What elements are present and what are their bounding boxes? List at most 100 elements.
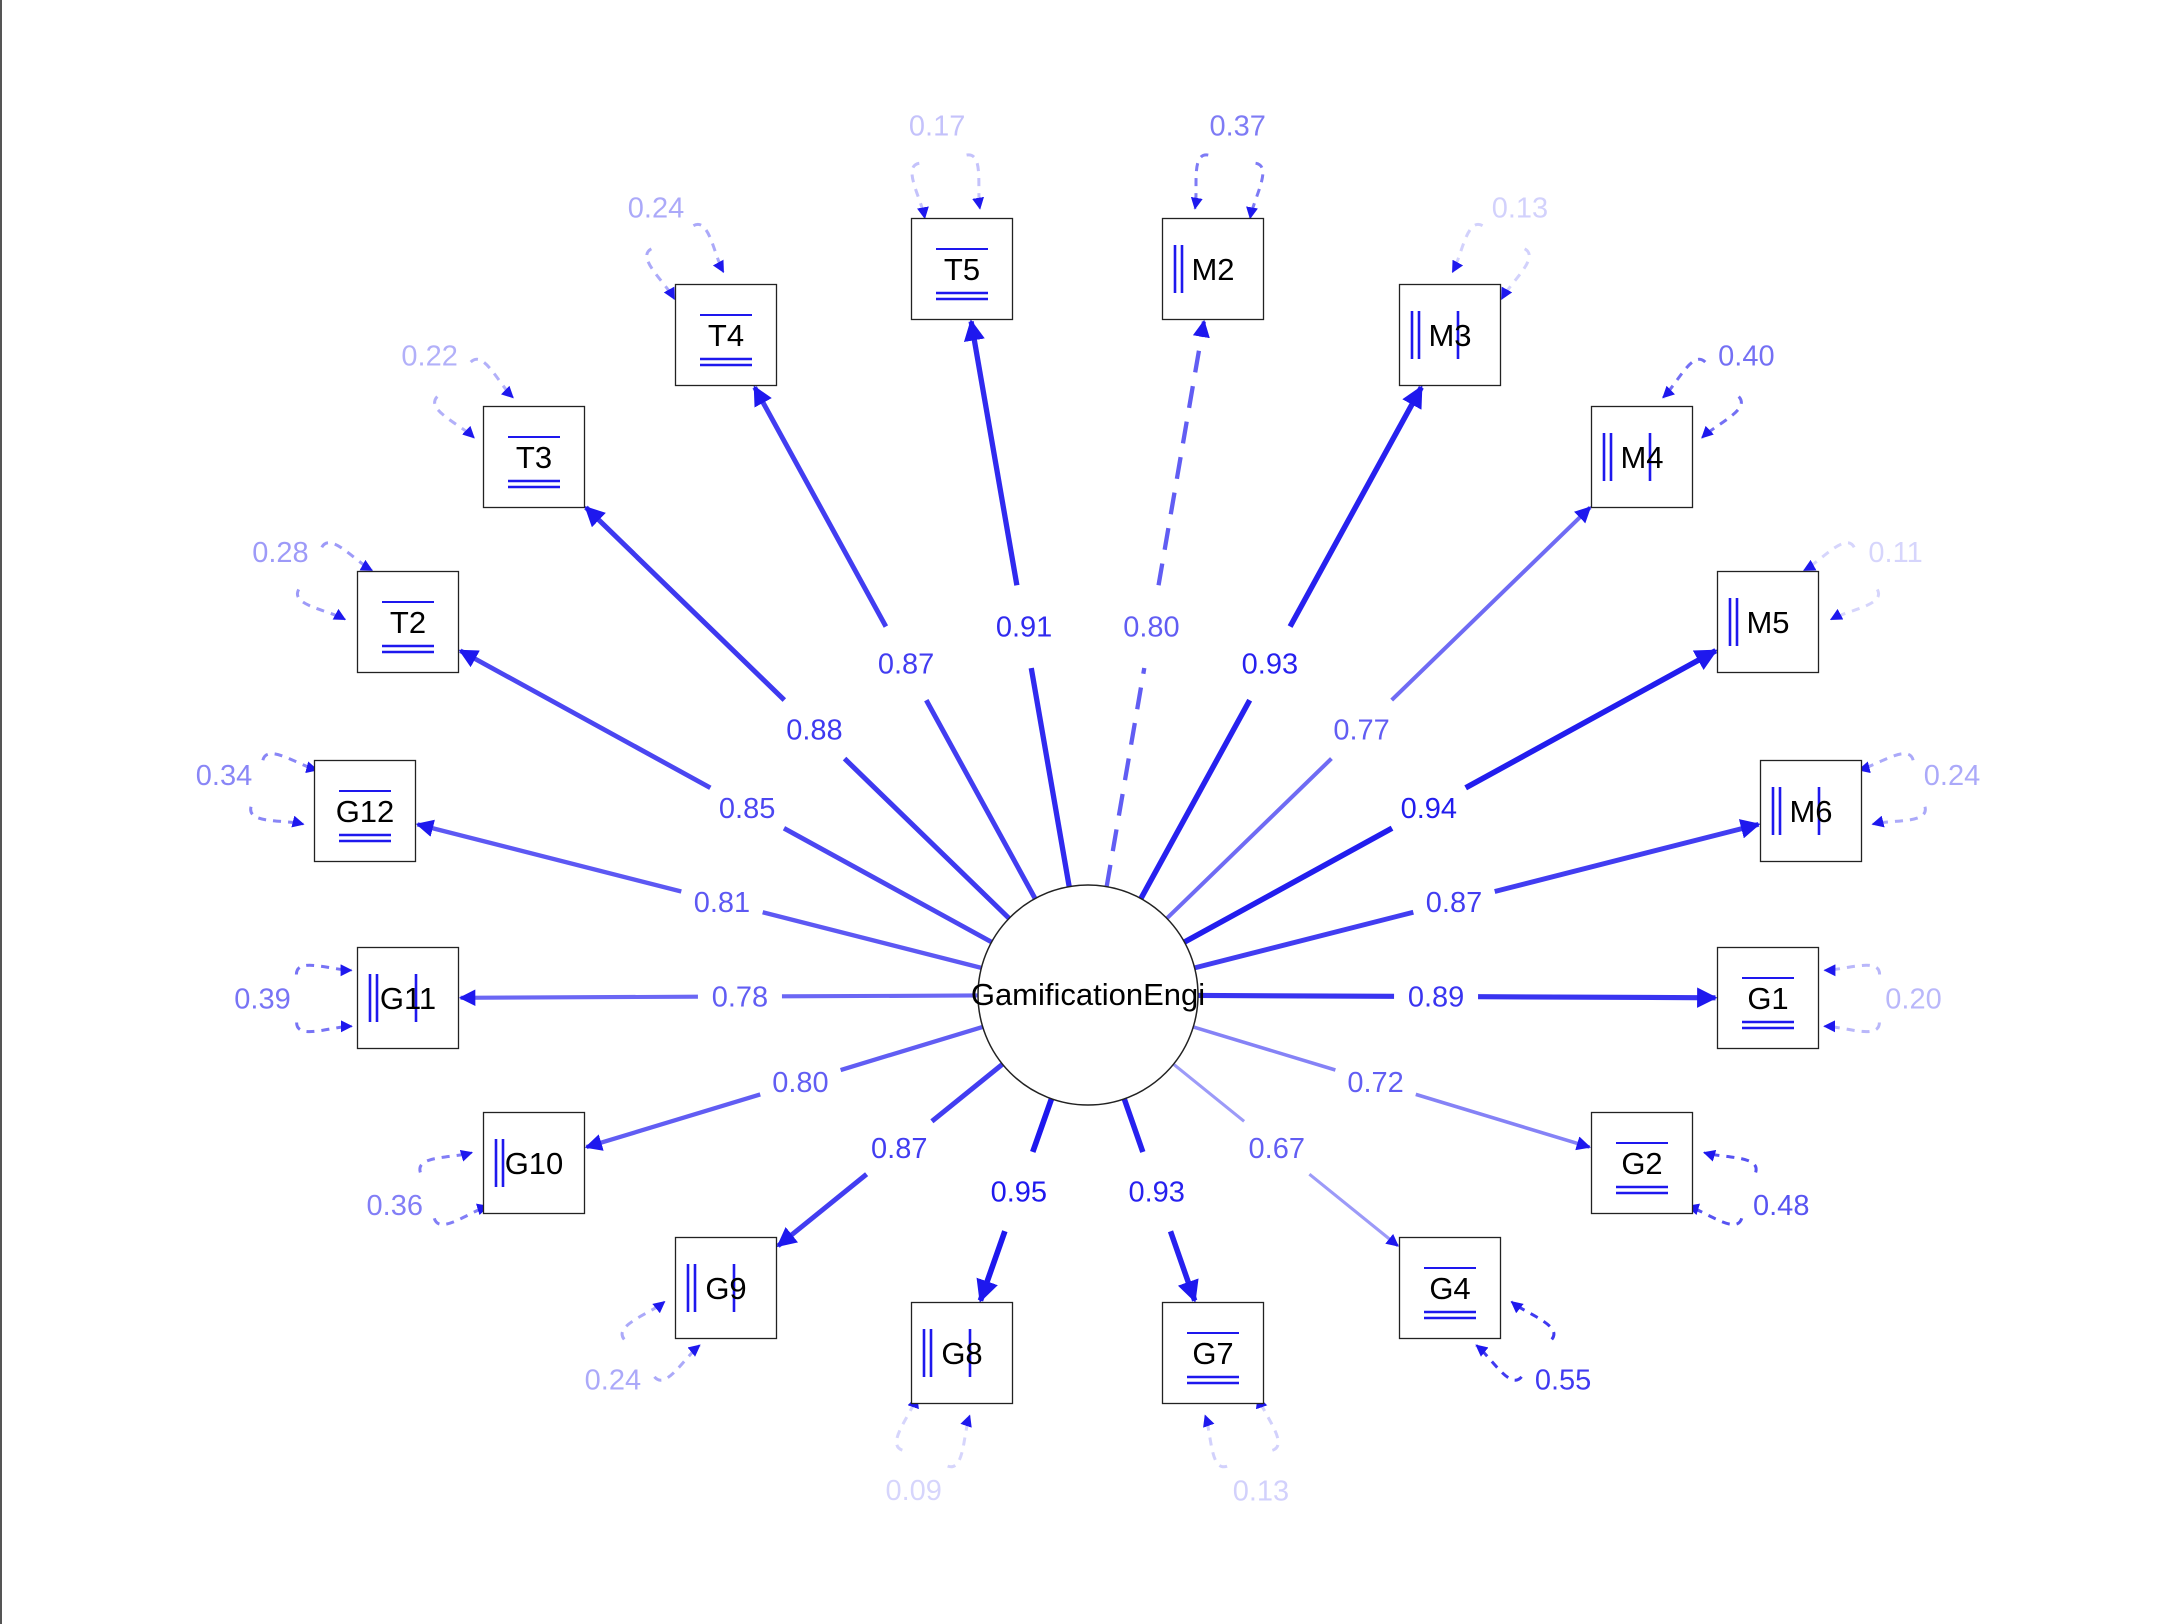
- residual-arc: [1829, 588, 1881, 621]
- indicator-g2: G2: [1590, 1111, 1694, 1215]
- loading-path-t3-segment-1: [842, 756, 1011, 921]
- residual-m6: 0.24: [1857, 752, 1980, 828]
- residual-m3: 0.13: [1451, 192, 1548, 300]
- loading-path-g2-segment-1: [1192, 1025, 1336, 1072]
- residual-arc: [692, 222, 725, 274]
- residual-arc: [320, 541, 373, 572]
- residual-arc: [1661, 357, 1707, 399]
- loading-path-g9-segment-1: [930, 1062, 1005, 1124]
- indicator-g8: G8: [910, 1301, 1014, 1405]
- residual-g4: 0.55: [1475, 1300, 1591, 1397]
- loading-label-t4: 0.87: [878, 648, 934, 680]
- residual-label-t4: 0.24: [628, 192, 684, 224]
- residual-g1: 0.20: [1823, 963, 1942, 1033]
- residual-label-t2: 0.28: [252, 537, 308, 569]
- indicator-box: [1398, 283, 1502, 387]
- residual-g7: 0.13: [1203, 1395, 1289, 1507]
- indicator-box: [674, 283, 778, 387]
- indicator-label: G9: [705, 1271, 746, 1306]
- loading-path-g2-segment-2: [1415, 1092, 1591, 1151]
- latent-factor: GamificationEngi: [971, 884, 1205, 1106]
- loading-path-t4-segment-2: [752, 385, 889, 628]
- loading-label-m6: 0.87: [1426, 887, 1482, 919]
- loading-label-g11: 0.78: [712, 982, 768, 1014]
- loading-label-m2: 0.80: [1123, 612, 1179, 644]
- residual-arc: [1255, 1395, 1280, 1452]
- residual-t5: 0.17: [909, 111, 984, 220]
- residual-arc: [645, 247, 676, 300]
- indicator-t3: T3: [482, 405, 586, 509]
- indicator-label: G11: [380, 981, 436, 1016]
- residual-arc: [294, 963, 353, 977]
- loading-path-g11-segment-2: [458, 989, 698, 1006]
- residual-arc: [1203, 1414, 1228, 1469]
- residual-arc: [469, 357, 515, 399]
- residual-arc: [295, 1020, 353, 1033]
- indicator-label: G4: [1429, 1271, 1470, 1306]
- indicator-box: [1716, 946, 1820, 1050]
- loading-path-g9-segment-2: [776, 1172, 869, 1248]
- indicator-m3: M3: [1398, 283, 1502, 387]
- residual-label-m4: 0.40: [1718, 341, 1774, 373]
- indicator-box: [482, 1111, 586, 1215]
- loading-path-m6-segment-2: [1494, 819, 1761, 894]
- indicator-label: M4: [1620, 440, 1663, 475]
- loading-label-m5: 0.94: [1401, 793, 1457, 825]
- residual-arc: [1510, 1300, 1556, 1341]
- residual-m2: 0.37: [1190, 111, 1266, 220]
- residual-label-g11: 0.39: [234, 984, 290, 1016]
- residual-g9: 0.24: [585, 1300, 701, 1397]
- loading-path-m6-segment-1: [1193, 909, 1414, 971]
- indicator-box: [1716, 570, 1820, 674]
- residual-label-m5: 0.11: [1868, 537, 1922, 569]
- loading-path-t3-segment-2: [584, 505, 787, 702]
- loading-path-g10-segment-2: [584, 1092, 761, 1151]
- indicator-box: [1759, 759, 1863, 863]
- loading-path-m2-segment-2: [1156, 319, 1210, 586]
- loading-label-t3: 0.88: [786, 714, 842, 746]
- loading-path-g12-segment-1: [762, 910, 982, 970]
- indicator-label: G1: [1747, 981, 1788, 1016]
- residual-arc: [1871, 806, 1927, 828]
- loading-label-t2: 0.85: [719, 793, 775, 825]
- loading-path-t5-segment-1: [1028, 667, 1072, 888]
- residual-t4: 0.24: [628, 192, 725, 300]
- residual-arc: [1475, 1344, 1523, 1382]
- residual-label-m2: 0.37: [1209, 111, 1265, 143]
- indicator-box: [356, 570, 460, 674]
- residual-label-g7: 0.13: [1233, 1475, 1289, 1507]
- indicator-g9: G9: [674, 1236, 778, 1340]
- loading-path-t2-segment-1: [782, 826, 993, 945]
- indicator-g1: G1: [1716, 946, 1820, 1050]
- indicator-m2: M2: [1161, 217, 1265, 321]
- indicator-g7: G7: [1161, 1301, 1265, 1405]
- loading-label-g9: 0.87: [871, 1133, 927, 1165]
- indicator-t5: T5: [910, 217, 1014, 321]
- loading-label-g4: 0.67: [1249, 1133, 1305, 1165]
- residual-m4: 0.40: [1661, 341, 1775, 439]
- indicator-m5: M5: [1716, 570, 1820, 674]
- residual-label-m6: 0.24: [1924, 760, 1980, 792]
- indicator-box: [674, 1236, 778, 1340]
- indicator-m6: M6: [1759, 759, 1863, 863]
- residual-label-g10: 0.36: [367, 1190, 423, 1222]
- loading-path-g7-segment-1: [1121, 1097, 1146, 1153]
- residual-arc: [620, 1300, 666, 1341]
- loading-path-m3-segment-2: [1287, 385, 1424, 628]
- loading-label-g1: 0.89: [1408, 982, 1464, 1014]
- residual-label-g9: 0.24: [585, 1365, 641, 1397]
- residual-label-g4: 0.55: [1535, 1365, 1591, 1397]
- indicator-box: [482, 405, 586, 509]
- residual-m5: 0.11: [1803, 537, 1923, 621]
- residual-arc: [432, 1203, 490, 1226]
- indicator-label: T3: [516, 440, 552, 475]
- residual-arc: [1246, 161, 1265, 220]
- indicator-box: [356, 946, 460, 1050]
- loading-label-g8: 0.95: [991, 1177, 1047, 1209]
- residual-arc: [653, 1344, 701, 1382]
- loading-path-g1-segment-1: [1197, 992, 1395, 999]
- residual-arc: [261, 752, 319, 774]
